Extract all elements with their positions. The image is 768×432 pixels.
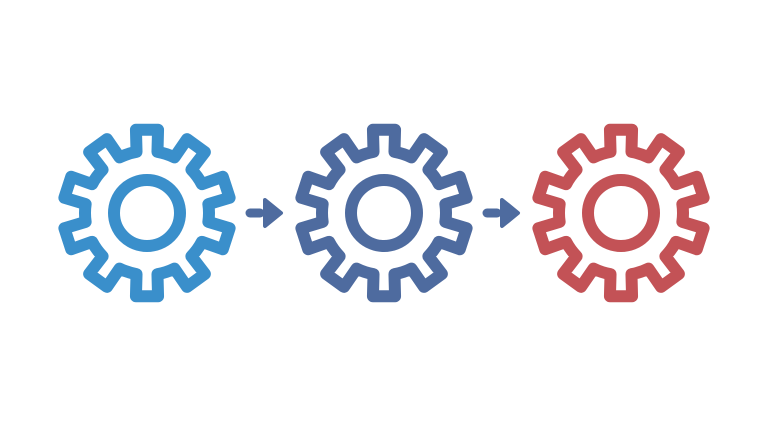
gear-2-icon (295, 123, 473, 303)
arrow-2-head (500, 198, 520, 228)
gear-3-icon (532, 123, 710, 303)
gear-2-hub-ring (345, 174, 423, 252)
arrow-1-head (263, 198, 283, 228)
gear-3-teeth-outline (532, 123, 710, 303)
gear-2-teeth-outline (295, 123, 473, 303)
arrow-1-icon (245, 198, 283, 228)
arrow-2-icon (482, 198, 520, 228)
gear-3-hub-ring (582, 174, 660, 252)
gear-1-teeth-outline (58, 123, 236, 303)
gear-1-hub-ring (108, 174, 186, 252)
gear-1-icon (58, 123, 236, 303)
